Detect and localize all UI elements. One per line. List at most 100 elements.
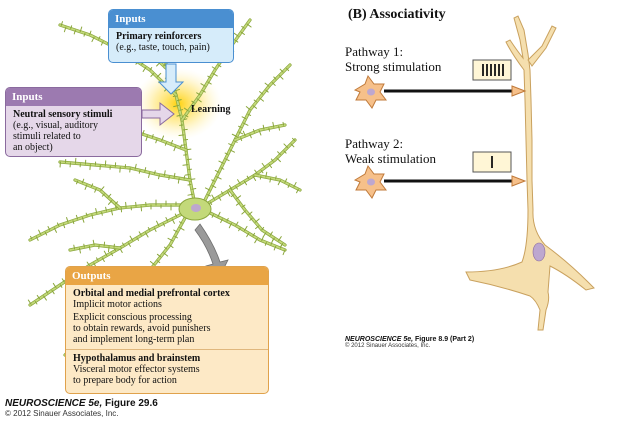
dendritic-spine — [179, 227, 185, 231]
dendritic-spine — [270, 239, 274, 245]
dendritic-spine — [150, 73, 155, 77]
dendritic-spine — [191, 188, 197, 190]
dendritic-spine — [276, 157, 281, 163]
dendritic-spine — [207, 81, 212, 85]
dendrite-branch-fill — [69, 244, 121, 251]
dendritic-spine — [214, 169, 220, 173]
dendritic-spine — [277, 179, 281, 186]
dendritic-spine — [173, 104, 180, 108]
dendritic-spine — [144, 167, 147, 172]
dendritic-spine — [110, 209, 114, 216]
dendritic-spine — [235, 221, 239, 227]
outputs-box: Outputs Orbital and medial prefrontal co… — [65, 266, 269, 394]
dendritic-spine — [134, 163, 137, 170]
dendritic-spine — [163, 63, 167, 67]
dendritic-spine — [75, 214, 79, 220]
dendritic-spine — [196, 98, 202, 103]
dendritic-spine — [155, 138, 158, 144]
dendritic-spine — [242, 130, 246, 137]
pathway1-line2: Strong stimulation — [345, 59, 442, 74]
neutral-input-arrow — [141, 101, 175, 127]
dendritic-spine — [291, 137, 296, 141]
inputs-header: Inputs — [6, 88, 141, 106]
dendritic-spine — [242, 204, 246, 208]
dendritic-spine — [156, 253, 162, 258]
dendritic-spine — [110, 252, 114, 257]
dendritic-spine — [98, 36, 101, 40]
dendritic-spine — [184, 174, 190, 176]
dendritic-spine — [142, 66, 147, 72]
dendrite-branch-fill — [207, 211, 286, 251]
dendritic-spine — [238, 125, 242, 129]
dendritic-spine — [241, 210, 247, 215]
dendritic-spine — [229, 149, 236, 153]
dendritic-spine — [76, 180, 79, 185]
dendritic-spine — [51, 289, 55, 295]
dendritic-spine — [61, 278, 65, 283]
dendritic-spine — [204, 187, 211, 191]
dendritic-spine — [220, 191, 224, 195]
dendritic-spine — [163, 252, 169, 257]
dendritic-spine — [269, 177, 272, 183]
output-section-title: Orbital and medial prefrontal cortex — [73, 288, 230, 299]
dendritic-spine — [224, 152, 229, 155]
dendritic-spine — [252, 105, 257, 109]
dendritic-spine — [94, 187, 97, 193]
dendritic-spine — [264, 82, 270, 87]
dendritic-spine — [242, 122, 249, 126]
dendritic-spine — [254, 237, 258, 244]
dendritic-spine — [283, 150, 287, 154]
dendritic-spine — [261, 236, 264, 242]
dendritic-spine — [271, 82, 276, 86]
dendritic-spine — [100, 186, 105, 192]
dendritic-spine — [272, 121, 275, 128]
dendritic-spine — [115, 201, 119, 205]
dendritic-spine — [78, 247, 81, 254]
dendritic-spine — [238, 131, 244, 135]
caption-book-title: NEUROSCIENCE 5e, — [5, 398, 103, 409]
dendritic-spine — [265, 89, 269, 93]
dendritic-spine — [220, 167, 225, 170]
dendritic-spine — [35, 236, 39, 241]
apical-branch — [527, 25, 557, 67]
dendritic-spine — [85, 212, 88, 217]
dendritic-spine — [170, 140, 174, 145]
dendritic-spine — [254, 169, 258, 174]
dendritic-spine — [282, 121, 285, 126]
dendritic-spine — [238, 227, 241, 232]
dendritic-spine — [191, 100, 195, 104]
dendritic-spine — [83, 32, 86, 37]
dendritic-spine — [161, 135, 165, 142]
dendritic-spine — [187, 193, 194, 196]
dendritic-spine — [262, 232, 267, 238]
dendritic-spine — [273, 76, 277, 80]
dendritic-spine — [177, 177, 180, 184]
dendritic-spine — [36, 294, 40, 300]
dendritic-spine — [179, 109, 184, 111]
dendritic-spine — [83, 243, 85, 248]
dendritic-spine — [249, 133, 252, 139]
dendritic-spine — [226, 217, 229, 222]
dendritic-spine — [122, 242, 125, 247]
dendritic-spine — [86, 261, 90, 266]
pathway2-nucleus — [367, 178, 375, 186]
dendritic-spine — [211, 179, 215, 182]
dendritic-spine — [293, 181, 297, 188]
output-line: Visceral motor effector systems — [73, 364, 200, 375]
dendritic-spine — [207, 75, 211, 79]
dendritic-spine — [174, 235, 178, 239]
dendritic-spine — [45, 290, 49, 294]
dendritic-spine — [136, 237, 139, 241]
dendritic-spine — [234, 39, 239, 43]
dendritic-spine — [162, 222, 166, 227]
dendritic-spine — [149, 67, 153, 71]
dendritic-spine — [179, 144, 182, 149]
dendritic-spine — [89, 30, 92, 36]
dendritic-spine — [248, 211, 253, 216]
dendritic-spine — [44, 231, 48, 236]
dendritic-spine — [63, 26, 67, 33]
dendrite-branch-fill — [204, 64, 291, 201]
dendritic-spine — [91, 36, 95, 43]
dendritic-spine — [269, 231, 273, 236]
